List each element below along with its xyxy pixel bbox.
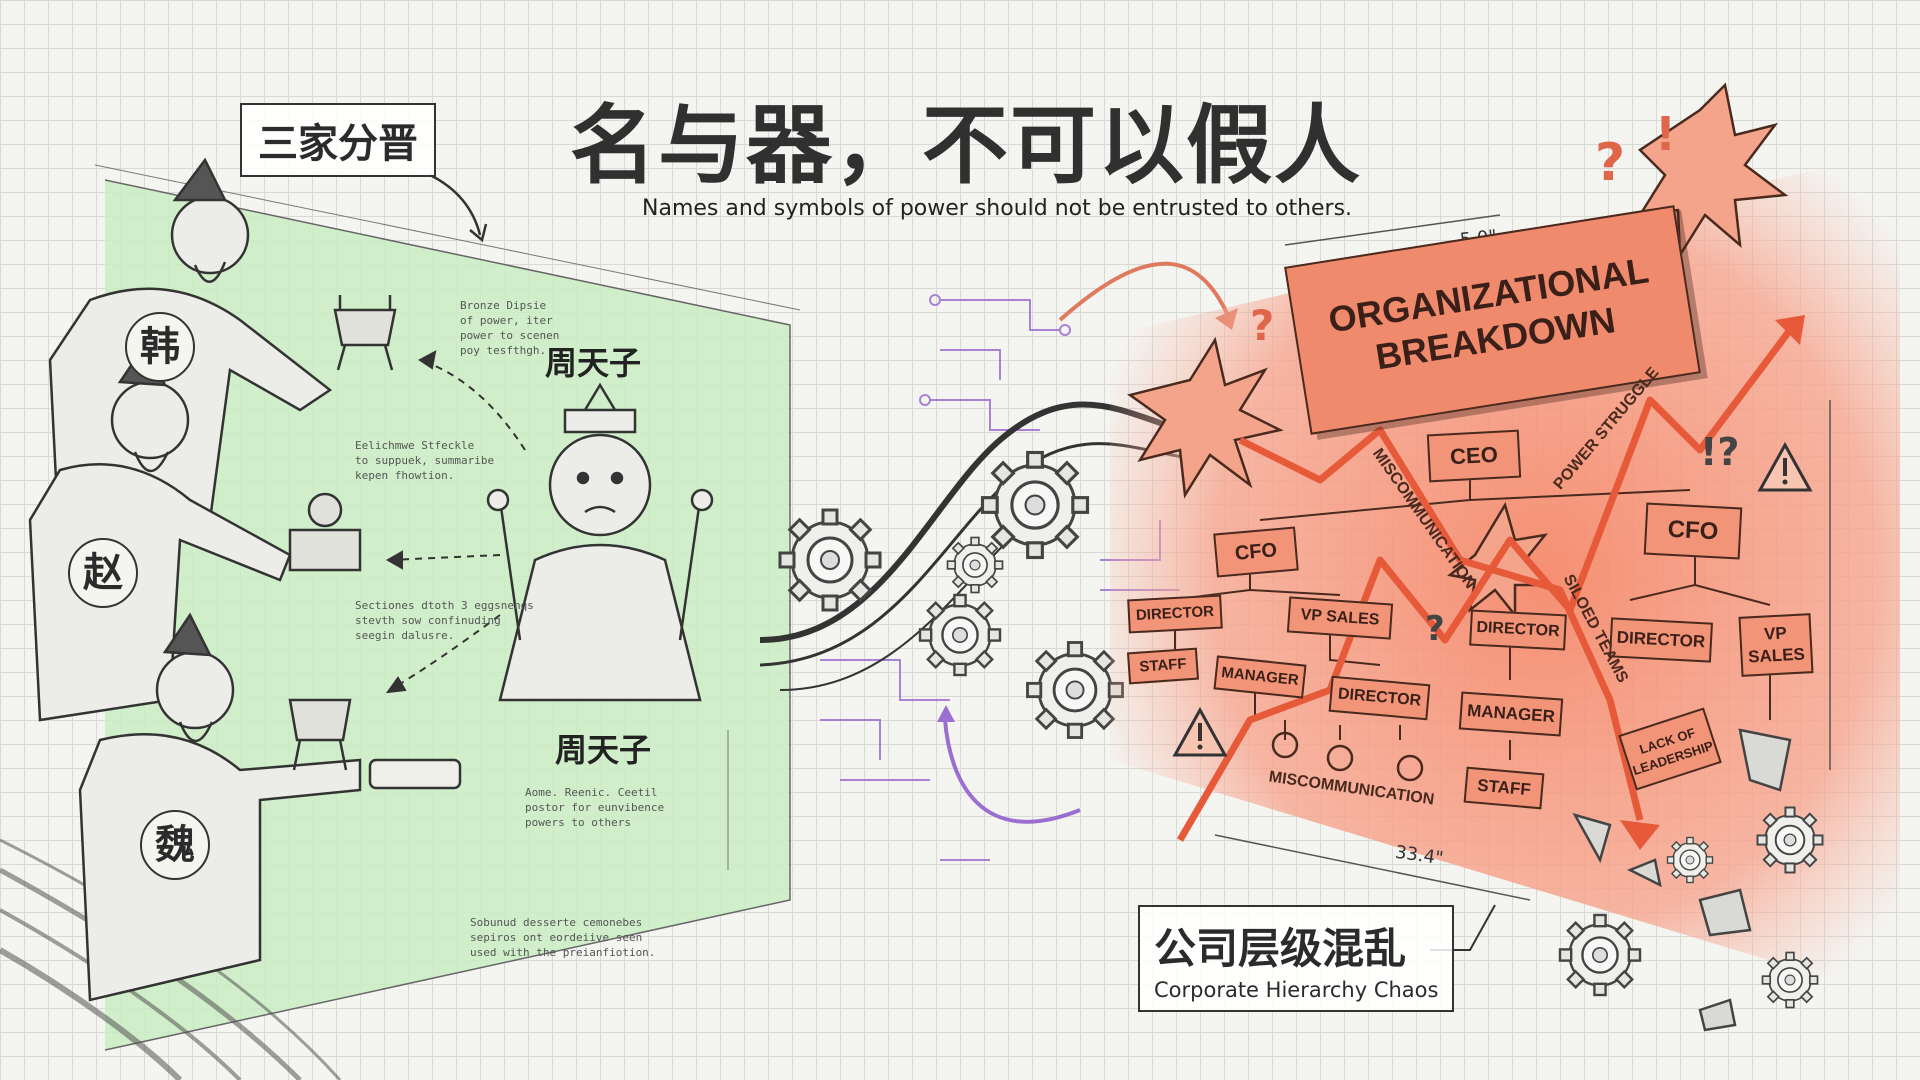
- chaos-label-en: Corporate Hierarchy Chaos: [1154, 978, 1439, 1002]
- label-arrow: [429, 173, 482, 236]
- svg-text:!?: !?: [1700, 430, 1739, 474]
- org-node-vp-sales-1: VP SALES: [1286, 596, 1394, 640]
- scroll: [368, 758, 462, 790]
- emperor-figure: [486, 382, 714, 702]
- note-4: Aome. Reenic. Ceetil postor for eunviben…: [525, 786, 665, 829]
- note-3: Sectiones dtoth 3 eggsnenqs stevth sow c…: [355, 599, 534, 642]
- svg-text:?: ?: [1425, 609, 1445, 649]
- org-node-cfo-right: CFO: [1643, 502, 1743, 560]
- state-seal-zhao: 赵: [68, 538, 138, 608]
- emperor-label-top: 周天子: [545, 344, 642, 382]
- debris: [1572, 728, 1792, 1032]
- jade-seal: [288, 492, 362, 572]
- page-title: 名与器，不可以假人: [570, 95, 1362, 196]
- state-seal-wei: 魏: [140, 810, 210, 880]
- svg-text:?: ?: [1250, 301, 1274, 350]
- chaos-label-zh: 公司层级混乱: [1154, 924, 1407, 973]
- state-seal-han: 韩: [125, 312, 195, 382]
- question-marks: ? ! ? !? ?: [1250, 107, 1739, 649]
- org-node-director-4: DIRECTOR: [1609, 617, 1713, 663]
- gear-icon: [1558, 913, 1642, 997]
- three-families-label: 三家分晋: [240, 103, 436, 177]
- page-subtitle: Names and symbols of power should not be…: [642, 196, 1353, 221]
- org-node-director-3: DIRECTOR: [1469, 609, 1567, 651]
- svg-text:!: !: [1655, 107, 1676, 161]
- note-1: Bronze Dipsie of power, iter power to sc…: [460, 299, 560, 357]
- arrow-heads: [385, 350, 437, 694]
- org-node-cfo-left: CFO: [1213, 526, 1299, 578]
- gear-icon: [778, 508, 882, 612]
- small-circles: [1271, 731, 1424, 782]
- chaos-arrows: [1176, 327, 1793, 842]
- svg-text:?: ?: [1595, 133, 1625, 193]
- gear-icon: [1026, 641, 1124, 739]
- wei-figure: [78, 612, 362, 1002]
- gear-icon: [1666, 836, 1714, 884]
- gear-icon: [946, 536, 1004, 594]
- org-node-director-1: DIRECTOR: [1127, 594, 1223, 634]
- org-node-ceo: CEO: [1426, 429, 1522, 483]
- org-node-staff-2: STAFF: [1463, 766, 1545, 810]
- corporate-chaos-label: 公司层级混乱 Corporate Hierarchy Chaos: [1138, 905, 1455, 1012]
- curved-arrow-purple: [943, 719, 1081, 824]
- gear-icon: [1761, 951, 1819, 1009]
- tripod-ding-bottom: [288, 698, 352, 771]
- gear-icon: [980, 450, 1090, 560]
- emperor-label-bottom: 周天子: [555, 731, 652, 769]
- org-node-staff-1: STAFF: [1126, 647, 1200, 685]
- curved-arrow-red: [1058, 261, 1232, 322]
- gear-icon: [1756, 806, 1824, 874]
- note-2: Eelichmwe Stfeckle to suppuek, summaribe…: [355, 439, 495, 482]
- org-node-manager-2: MANAGER: [1458, 691, 1564, 737]
- tripod-ding-top: [333, 295, 397, 371]
- org-node-vp-sales-2: VP SALES: [1738, 613, 1814, 677]
- gear-icon: [918, 593, 1002, 677]
- note-5: Sobunud desserte cemonebes sepiros ont e…: [470, 916, 656, 959]
